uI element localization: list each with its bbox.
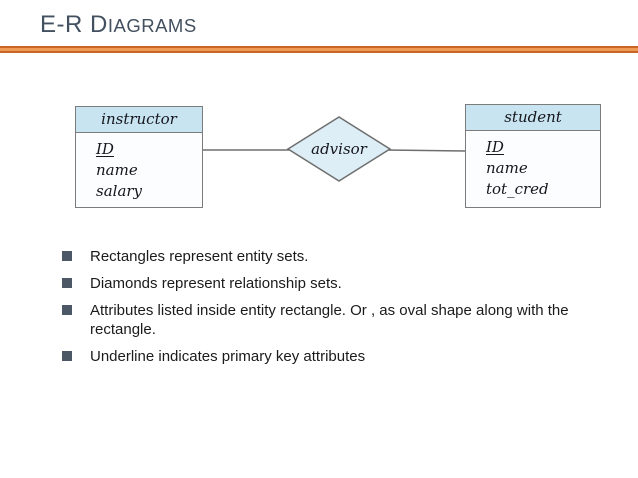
page-title-large: E-R D — [40, 11, 108, 38]
entity-student: student ID name tot_cred — [465, 104, 601, 208]
entity-student-attributes: ID name tot_cred — [466, 131, 600, 204]
square-bullet-icon — [62, 351, 72, 361]
relationship-label: advisor — [311, 140, 367, 158]
attribute: tot_cred — [486, 180, 549, 198]
bullet-text: Diamonds represent relationship sets. — [90, 275, 342, 292]
list-item: Diamonds represent relationship sets. — [62, 274, 620, 293]
attribute: name — [96, 161, 138, 179]
attribute: name — [486, 159, 528, 177]
bullet-text: Rectangles represent entity sets. — [90, 248, 309, 265]
relationship-diamond — [286, 116, 392, 182]
entity-instructor: instructor ID name salary — [75, 106, 203, 208]
page-title-small-caps: IAGRAMS — [107, 15, 197, 36]
list-item: Rectangles represent entity sets. — [62, 247, 620, 266]
square-bullet-icon — [62, 278, 72, 288]
attribute-primary-key: ID — [486, 138, 504, 156]
attribute-primary-key: ID — [96, 140, 114, 158]
square-bullet-icon — [62, 305, 72, 315]
bullet-text: Attributes listed inside entity rectangl… — [90, 302, 569, 338]
attribute: salary — [96, 182, 143, 200]
square-bullet-icon — [62, 251, 72, 261]
bullet-list: Rectangles represent entity sets. Diamon… — [62, 247, 620, 374]
entity-instructor-attributes: ID name salary — [76, 133, 202, 206]
page-title: E-R DIAGRAMS — [40, 11, 197, 39]
bullet-text: Underline indicates primary key attribut… — [90, 348, 366, 365]
title-divider-rule — [0, 46, 638, 53]
connector-advisor-student — [385, 149, 466, 152]
entity-instructor-title: instructor — [76, 107, 202, 133]
list-item: Underline indicates primary key attribut… — [62, 347, 620, 366]
entity-student-title: student — [466, 105, 600, 131]
list-item: Attributes listed inside entity rectangl… — [62, 301, 620, 339]
